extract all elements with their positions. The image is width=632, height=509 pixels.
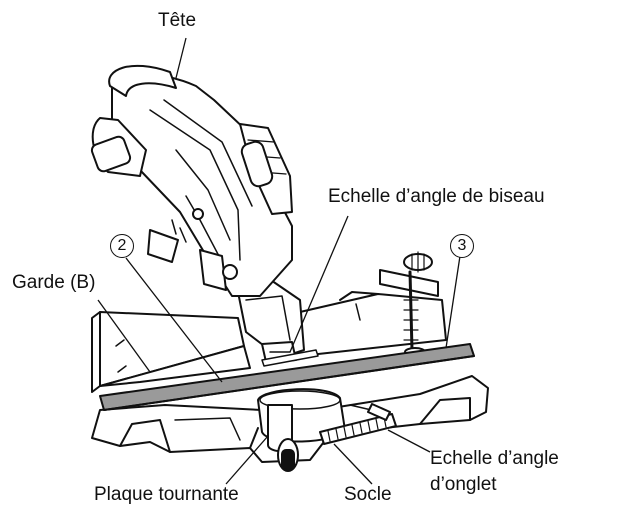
fence-right — [299, 293, 447, 357]
label-echelle-angle-onglet-line2: d’onglet — [430, 474, 497, 495]
leader-garde-b — [97, 299, 151, 373]
leader-callout-3 — [445, 255, 461, 349]
leader-callout-2 — [125, 257, 223, 383]
label-socle: Socle — [344, 484, 392, 505]
leader-plaque-tournante — [225, 435, 269, 485]
label-garde-b: Garde (B) — [12, 272, 96, 293]
leader-socle — [333, 443, 373, 485]
label-echelle-angle-onglet-line1: Echelle d’angle — [430, 448, 559, 469]
leader-echelle-biseau — [289, 215, 349, 353]
fence-left — [91, 311, 101, 393]
label-echelle-angle-biseau: Echelle d’angle de biseau — [328, 186, 545, 207]
leader-echelle-onglet — [387, 429, 431, 453]
label-tete: Tête — [158, 10, 197, 31]
label-plaque-tournante: Plaque tournante — [94, 484, 239, 505]
leader-tete — [175, 37, 187, 79]
callout-3: 3 — [450, 234, 474, 258]
saw-handle — [108, 64, 177, 97]
callout-2: 2 — [110, 234, 134, 258]
